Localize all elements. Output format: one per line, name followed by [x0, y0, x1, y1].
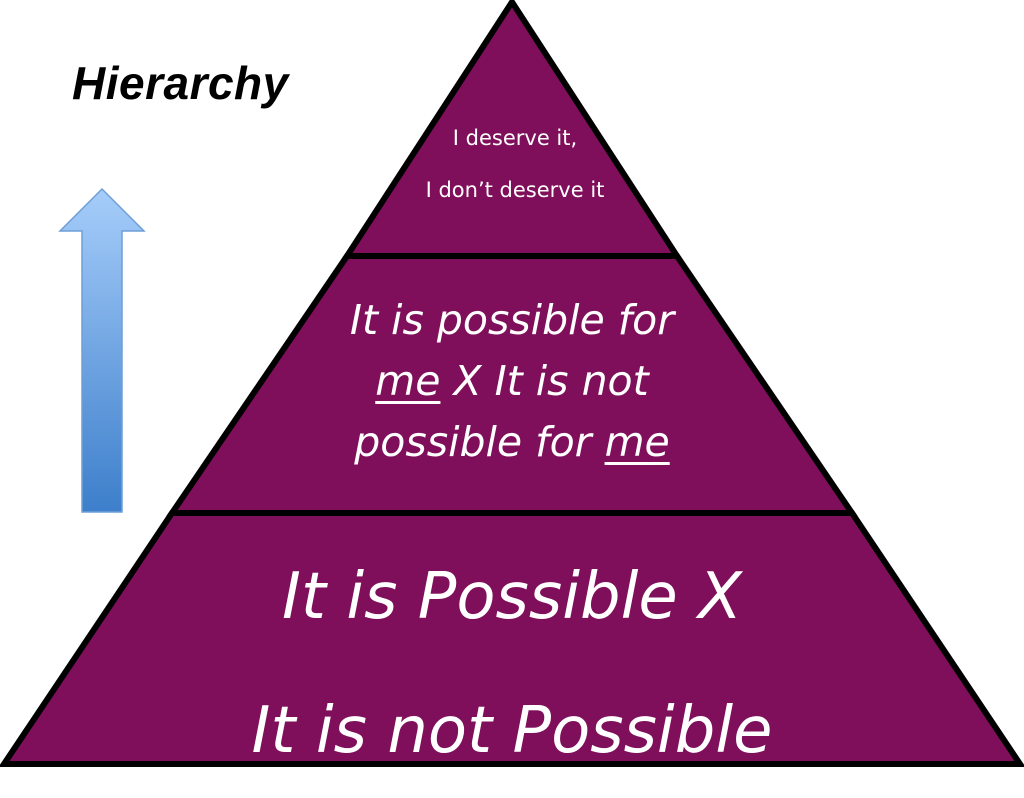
middle-tier-text: It is possible for me X It is not possib… — [300, 290, 724, 473]
bottom-tier-text: It is Possible X It is not Possible — [150, 530, 874, 798]
up-arrow-icon — [58, 187, 146, 513]
middle-tier-line-3-start: possible for — [354, 418, 605, 466]
middle-tier-line-3: possible for me — [300, 412, 724, 473]
middle-tier-line-1: It is possible for — [349, 296, 675, 344]
slide-title: Hierarchy — [72, 57, 289, 109]
pyramid-bottom-tier — [0, 510, 1024, 767]
middle-tier-line-2-rest: X It is not — [440, 357, 649, 405]
top-tier-line-1: I deserve it, — [452, 126, 578, 150]
middle-tier-line-2: me X It is not — [300, 351, 724, 412]
bottom-tier-line-1: It is Possible X — [282, 560, 742, 634]
middle-tier-me-underlined: me — [375, 357, 441, 405]
top-tier-line-2: I don’t deserve it — [425, 178, 605, 202]
top-tier-text: I deserve it, I don’t deserve it — [370, 112, 660, 216]
middle-tier-me-underlined-2: me — [604, 418, 670, 466]
bottom-tier-line-2: It is not Possible — [251, 694, 773, 768]
pyramid-diagram — [0, 0, 1024, 767]
